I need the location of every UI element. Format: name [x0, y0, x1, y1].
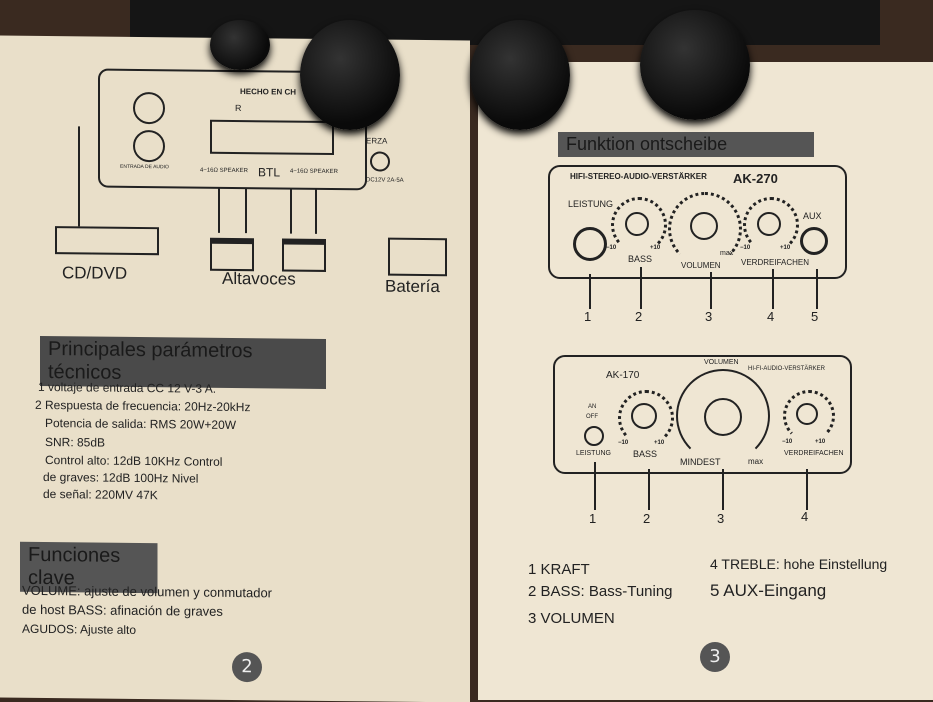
callout-2: 2 [643, 511, 651, 526]
panel-header: HI-FI-AUDIO-VERSTÄRKER [748, 366, 826, 372]
right-page: Funktion ontscheibe HIFI-STEREO-AUDIO-VE… [478, 62, 933, 700]
cd-dvd-label: CD/DVD [62, 263, 128, 283]
min-label: MINDEST [680, 457, 721, 467]
treble-minus-label: −10 [782, 439, 793, 445]
bass-dial [618, 390, 674, 446]
power-button [573, 227, 607, 261]
page-number: 3 [700, 642, 730, 672]
legend-item: 1 KRAFT [528, 561, 590, 578]
param-item: 2 Respuesta de frecuencia: 20Hz-20kHz [35, 397, 251, 415]
legend-item: 3 VOLUMEN [528, 610, 615, 627]
volume-arc [676, 369, 770, 463]
function-item: AGUDOS: Ajuste alto [22, 621, 137, 637]
bass-knob [631, 403, 657, 429]
param-item: 1 voltaje de entrada CC 12 V-3 A. [38, 379, 217, 396]
treble-dial [783, 390, 835, 442]
callout-3: 3 [717, 511, 725, 526]
model-label: AK-170 [606, 370, 640, 381]
power-label: LEISTUNG [568, 199, 614, 209]
battery-label: Batería [385, 276, 440, 297]
panel-outline [548, 165, 847, 279]
model-label: AK-270 [733, 171, 778, 186]
callout-4: 4 [767, 309, 775, 324]
treble-knob [757, 212, 781, 236]
volume-label: VOLUMEN [704, 359, 739, 366]
speaker-terminals [210, 119, 334, 156]
panel-outline [553, 355, 852, 474]
audio-input-label: ENTRADA DE AUDIO [120, 163, 169, 171]
param-item: SNR: 85dB [45, 435, 106, 450]
callout-5: 5 [811, 309, 819, 324]
amp-knob [210, 20, 270, 70]
rca-jack-r [133, 129, 165, 163]
volume-knob [704, 398, 742, 436]
speaker-icon-left [210, 237, 254, 272]
legend-item: 4 TREBLE: hohe Einstellung [710, 556, 888, 572]
volume-dial [668, 192, 742, 266]
callout-3: 3 [705, 309, 713, 324]
amp-knob [470, 20, 570, 130]
speakers-label: Altavoces [222, 268, 296, 289]
rca-jack-l [133, 91, 165, 125]
dc-label: DC12V 2A-5A [366, 177, 404, 184]
treble-minus-label: −10 [740, 245, 751, 251]
bass-plus-label: +10 [650, 245, 661, 251]
param-item: Potencia de salida: RMS 20W+20W [45, 416, 237, 433]
function-item: de host BASS: afinación de graves [22, 601, 223, 619]
r-label: R [235, 103, 242, 114]
left-page: HECHO EN CH ENTRADA DE AUDIO R 4~16Ω SPE… [0, 35, 470, 702]
legend-item: 2 BASS: Bass-Tuning [528, 583, 673, 600]
legend-item: 5 AUX-Eingang [710, 581, 827, 600]
speaker-icon-right [282, 238, 326, 272]
param-item: Control alto: 12dB 10KHz Control [45, 453, 223, 469]
battery-icon [388, 237, 447, 277]
treble-plus-label: +10 [815, 439, 826, 445]
treble-dial [743, 197, 799, 253]
callout-4: 4 [801, 509, 809, 524]
page-number: 2 [232, 651, 262, 683]
bass-label: BASS [633, 449, 658, 459]
made-in-label: HECHO EN CH [240, 87, 297, 97]
power-label: LEISTUNG [576, 450, 612, 457]
amp-knob [640, 10, 750, 120]
bass-minus-label: −10 [618, 440, 629, 446]
max-label: max [720, 250, 734, 257]
speaker-left-label: 4~16Ω SPEAKER [200, 167, 249, 175]
dc-jack [370, 151, 390, 172]
callout-1: 1 [584, 309, 592, 324]
treble-label: VERDREIFACHEN [741, 258, 810, 267]
max-label: max [748, 457, 764, 466]
volume-knob [690, 212, 718, 240]
treble-label: VERDREIFACHEN [784, 450, 844, 457]
param-item: de señal: 220MV 47K [43, 486, 158, 503]
off-label: OFF [586, 414, 598, 420]
treble-plus-label: +10 [780, 245, 791, 251]
bass-minus-label: −10 [606, 245, 617, 251]
bass-dial [611, 197, 667, 253]
cd-player-icon [55, 226, 159, 256]
page-title: Funktion ontscheibe [558, 132, 814, 157]
on-label: AN [588, 404, 597, 410]
volume-label: VOLUMEN [681, 261, 721, 270]
aux-jack [800, 227, 828, 255]
callout-2: 2 [635, 309, 643, 324]
power-label: ERZA [366, 136, 388, 146]
function-item: VOLUME: ajuste de volumen y conmutador [22, 582, 273, 601]
bass-label: BASS [628, 254, 653, 264]
power-button [584, 426, 604, 446]
aux-label: AUX [803, 211, 822, 221]
btl-label: BTL [258, 165, 281, 180]
bass-knob [625, 212, 649, 236]
speaker-right-label: 4~16Ω SPEAKER [290, 168, 339, 176]
bass-plus-label: +10 [654, 440, 665, 446]
treble-knob [796, 403, 818, 425]
amp-knob [300, 20, 400, 130]
panel-header: HIFI-STEREO-AUDIO-VERSTÄRKER [570, 172, 707, 181]
param-item: de graves: 12dB 100Hz Nivel [43, 469, 199, 486]
callout-1: 1 [589, 511, 597, 526]
